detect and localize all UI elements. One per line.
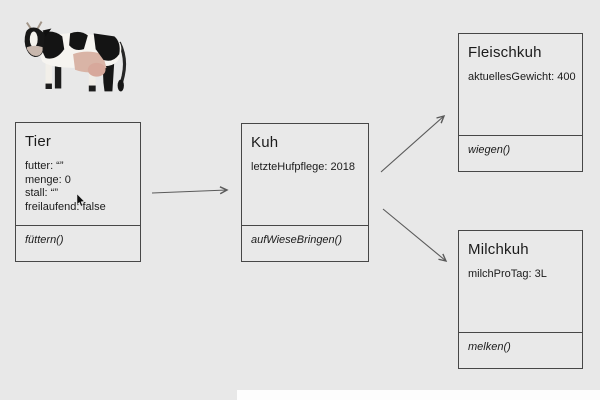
attribute: aktuellesGewicht: 400 bbox=[468, 71, 576, 83]
method: wiegen() bbox=[468, 144, 511, 156]
arrow-tier-to-kuh[interactable] bbox=[151, 190, 227, 193]
class-title: Kuh bbox=[251, 134, 279, 151]
cow-front-leg2 bbox=[54, 61, 62, 89]
cow-horns bbox=[26, 21, 43, 30]
attribute: milchProTag: 3L bbox=[468, 268, 547, 280]
cow-hoof bbox=[88, 85, 96, 92]
class-methods: melken() bbox=[459, 332, 582, 368]
cow-front-leg bbox=[45, 59, 52, 87]
class-title: Milchkuh bbox=[468, 241, 529, 258]
cow-image[interactable] bbox=[18, 16, 136, 100]
cursor-icon bbox=[76, 194, 85, 207]
cow-ear bbox=[42, 28, 52, 37]
attribute: stall: “” bbox=[25, 187, 58, 199]
cow-patch bbox=[69, 31, 88, 51]
class-attributes: aktuellesGewicht: 400 bbox=[459, 62, 582, 135]
class-box-tier[interactable]: Tier futter: “” menge: 0 stall: “” freil… bbox=[15, 122, 141, 262]
attribute: futter: “” bbox=[25, 160, 64, 172]
class-title: Tier bbox=[25, 133, 52, 150]
class-title: Fleischkuh bbox=[468, 44, 542, 61]
class-attributes: futter: “” menge: 0 stall: “” freilaufen… bbox=[16, 151, 140, 225]
attribute: letzteHufpflege: 2018 bbox=[251, 161, 355, 173]
class-box-milchkuh[interactable]: Milchkuh milchProTag: 3L melken() bbox=[458, 230, 583, 369]
method: aufWieseBringen() bbox=[251, 234, 342, 246]
arrow-kuh-to-milchkuh[interactable] bbox=[382, 208, 446, 261]
class-box-fleischkuh[interactable]: Fleischkuh aktuellesGewicht: 400 wiegen(… bbox=[458, 33, 583, 172]
class-attributes: milchProTag: 3L bbox=[459, 259, 582, 332]
cow-patch bbox=[93, 33, 120, 61]
cow-muzzle bbox=[26, 45, 43, 57]
method: melken() bbox=[468, 341, 511, 353]
class-methods: füttern() bbox=[16, 225, 140, 261]
cow-hoof bbox=[45, 83, 52, 89]
cow-blaze bbox=[29, 31, 38, 48]
class-methods: aufWieseBringen() bbox=[242, 225, 368, 261]
method: füttern() bbox=[25, 234, 64, 246]
arrow-kuh-to-fleischkuh[interactable] bbox=[380, 116, 444, 173]
cow-patch bbox=[40, 31, 65, 59]
class-attributes: letzteHufpflege: 2018 bbox=[242, 152, 368, 225]
class-methods: wiegen() bbox=[459, 135, 582, 171]
attribute: menge: 0 bbox=[25, 173, 71, 186]
attribute: freilaufend: false bbox=[25, 200, 106, 213]
class-box-kuh[interactable]: Kuh letzteHufpflege: 2018 aufWieseBringe… bbox=[241, 123, 369, 262]
bottom-edge-strip bbox=[237, 390, 600, 400]
cow-tail-tuft bbox=[117, 79, 124, 92]
cow-udder bbox=[87, 62, 106, 77]
